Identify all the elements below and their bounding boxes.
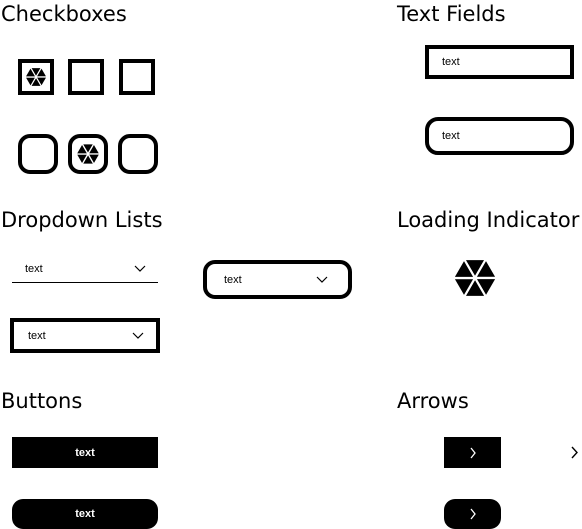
chevron-down-icon <box>316 276 328 283</box>
chevron-down-icon <box>134 265 146 272</box>
square-button[interactable]: text <box>12 437 158 468</box>
checkbox-rounded-checked[interactable] <box>68 134 108 174</box>
checkbox-square-checked[interactable] <box>18 59 54 95</box>
dropdown-value: text <box>224 273 242 286</box>
text-field-value: text <box>442 56 460 68</box>
chevron-right-icon <box>469 508 476 520</box>
dropdown-rounded[interactable]: text <box>203 260 352 299</box>
arrow-button-square[interactable] <box>444 437 501 468</box>
arrow-button-rounded[interactable] <box>444 499 501 529</box>
text-field-rounded[interactable]: text <box>425 117 574 155</box>
dropdown-lists-heading: Dropdown Lists <box>1 208 163 232</box>
hexagon-check-icon <box>75 143 101 165</box>
text-field-value: text <box>442 130 460 142</box>
checkbox-square-unchecked[interactable] <box>119 59 155 95</box>
hexagon-check-icon <box>24 66 48 88</box>
chevron-right-icon[interactable] <box>570 446 579 459</box>
text-fields-heading: Text Fields <box>397 2 506 26</box>
chevron-right-icon <box>469 447 476 458</box>
checkbox-rounded-unchecked[interactable] <box>18 134 58 174</box>
checkbox-square-unchecked[interactable] <box>68 59 104 95</box>
buttons-heading: Buttons <box>1 389 83 413</box>
checkboxes-heading: Checkboxes <box>1 2 127 26</box>
text-field-square[interactable]: text <box>425 45 574 79</box>
dropdown-underline[interactable]: text <box>12 256 158 283</box>
dropdown-value: text <box>28 329 46 342</box>
chevron-down-icon <box>132 332 144 339</box>
dropdown-boxed[interactable]: text <box>10 318 160 353</box>
arrows-heading: Arrows <box>397 389 469 413</box>
hexagon-spinner-icon <box>452 257 498 299</box>
rounded-button[interactable]: text <box>12 499 158 529</box>
loading-indicator-heading: Loading Indicator <box>397 208 580 232</box>
dropdown-value: text <box>25 263 43 275</box>
checkbox-rounded-unchecked[interactable] <box>118 134 158 174</box>
